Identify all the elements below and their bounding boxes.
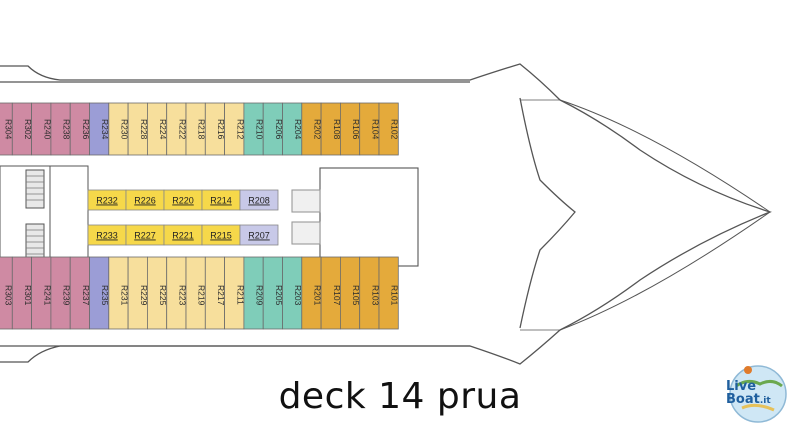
cabin-label-r101: R101 [390,285,400,306]
cabin-label-r219: R219 [197,285,207,306]
cabin-label-r206: R206 [274,119,284,140]
cabin-label-r229: R229 [139,285,149,306]
cabin-label-r241: R241 [42,285,52,306]
globe-icon [729,365,787,423]
cabin-label-r107: R107 [332,285,342,306]
cabin-r101[interactable] [378,256,399,330]
cabin-label-r225: R225 [158,285,168,306]
cabin-label-r228: R228 [139,119,149,140]
cabin-label-r227: R227 [134,231,156,241]
cabin-label-r236: R236 [81,119,91,140]
cabin-label-r221: R221 [172,231,194,241]
cabin-label-r235: R235 [100,285,110,306]
cabin-label-r231: R231 [119,285,129,306]
stair-area [0,165,89,267]
cabin-r102[interactable] [378,102,399,156]
cabin-label-r304: R304 [4,119,14,140]
cabin-label-r214: R214 [210,196,232,206]
cabin-label-r203: R203 [293,285,303,306]
cabin-row-bottom: R303 R301 R241 R239 R237 R235 R231 R229 R225 R223… [0,256,400,330]
cabin-r208[interactable] [239,189,279,211]
cabin-label-r103: R103 [370,285,380,306]
cabin-row-center-upper: R232 R226 R220 R214 R208 [87,189,279,211]
cabin-label-r212: R212 [235,119,245,140]
cabin-label-r224: R224 [158,119,168,140]
cabin-label-r239: R239 [62,285,72,306]
cabin-label-r301: R301 [23,285,33,306]
cabin-label-r105: R105 [351,285,361,306]
cabin-label-r226: R226 [134,196,156,206]
cabin-label-r237: R237 [81,285,91,306]
cabin-label-r215: R215 [210,231,232,241]
cabin-label-r208: R208 [248,196,270,206]
cabin-label-r207: R207 [248,231,270,241]
cabin-label-r102: R102 [390,119,400,140]
cabin-row-center-lower: R233 R227 R221 R215 R207 [87,224,279,246]
cabin-r207[interactable] [239,224,279,246]
logo-suffix: .it [759,396,771,406]
cabin-label-r232: R232 [96,196,118,206]
hull-outline [0,63,772,365]
cabin-label-r209: R209 [255,285,265,306]
cabin-label-r223: R223 [177,285,187,306]
cabin-label-r106: R106 [351,119,361,140]
cabin-label-r230: R230 [119,119,129,140]
cabin-label-r218: R218 [197,119,207,140]
cabin-label-r108: R108 [332,119,342,140]
cabin-row-top: R304 R302 R240 R238 R236 R234 R230 R228 R224 R222… [0,102,400,156]
cabin-label-r220: R220 [172,196,194,206]
cabin-label-r211: R211 [235,285,245,305]
liveboat-logo: Live Boat.it [718,356,796,428]
cabin-label-r303: R303 [4,285,14,306]
cabin-label-r234: R234 [100,119,110,140]
cabin-label-r302: R302 [23,119,33,140]
cabin-label-r240: R240 [42,119,52,140]
logo-line2: Boat [726,392,760,407]
cabin-label-r104: R104 [370,119,380,140]
cabin-label-r202: R202 [312,119,322,140]
forward-room [291,167,419,267]
cabin-label-r217: R217 [216,285,226,306]
cabin-label-r210: R210 [255,119,265,140]
cabin-label-r204: R204 [293,119,303,140]
cabin-label-r222: R222 [177,119,187,140]
cabin-label-r205: R205 [274,285,284,306]
cabin-label-r238: R238 [62,119,72,140]
cabin-label-r201: R201 [312,285,322,306]
cabin-label-r233: R233 [96,231,118,241]
cabin-label-r216: R216 [216,119,226,140]
logo-line1: Live [726,379,757,394]
deck-caption: deck 14 prua [278,376,522,417]
